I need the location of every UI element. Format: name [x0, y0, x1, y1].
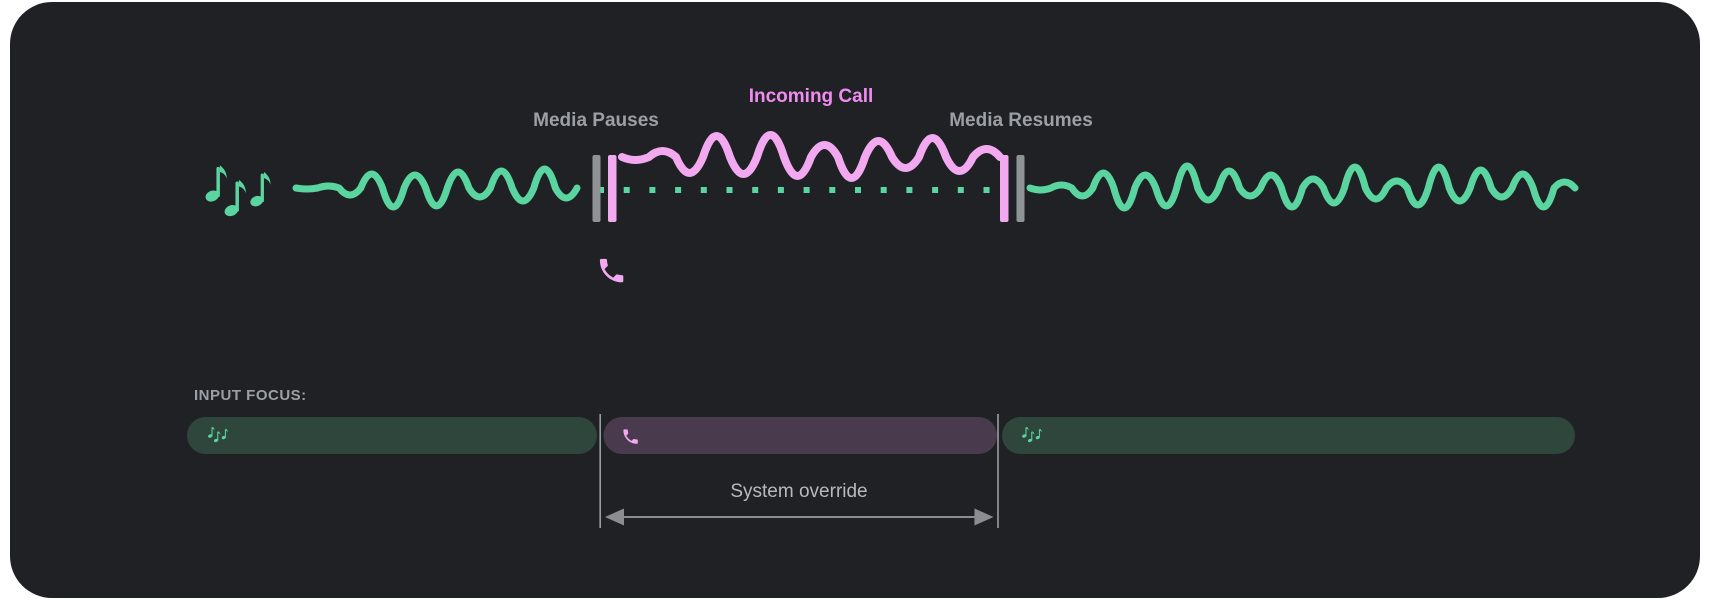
call-end-marker-pink	[1000, 155, 1009, 222]
incoming-call-waveform	[618, 131, 1004, 182]
input-focus-segment-call	[603, 417, 997, 454]
music-notes-icon	[204, 165, 271, 218]
media-resumes-label: Media Resumes	[949, 110, 1093, 131]
incoming-call-label: Incoming Call	[748, 86, 874, 107]
call-start-marker-pink	[608, 155, 617, 222]
media-pause-marker-gray	[592, 155, 601, 222]
system-override-label: System override	[730, 481, 868, 502]
media-waveform-after	[1026, 162, 1579, 212]
override-boundary-line-right	[997, 414, 999, 528]
phone-icon	[599, 258, 624, 283]
arrow-right-head	[974, 508, 994, 526]
system-override-arrow	[605, 508, 994, 526]
media-resume-marker-gray	[1016, 155, 1025, 222]
input-focus-segment-media-before	[187, 417, 597, 454]
input-focus-segment-media-after	[1002, 417, 1575, 454]
media-pauses-label: Media Pauses	[533, 110, 659, 131]
media-waveform-before	[292, 165, 581, 211]
dark-card-background	[10, 2, 1700, 598]
override-boundary-line-left	[599, 414, 601, 528]
input-focus-heading: INPUT FOCUS:	[194, 387, 307, 404]
arrow-left-head	[605, 508, 624, 526]
